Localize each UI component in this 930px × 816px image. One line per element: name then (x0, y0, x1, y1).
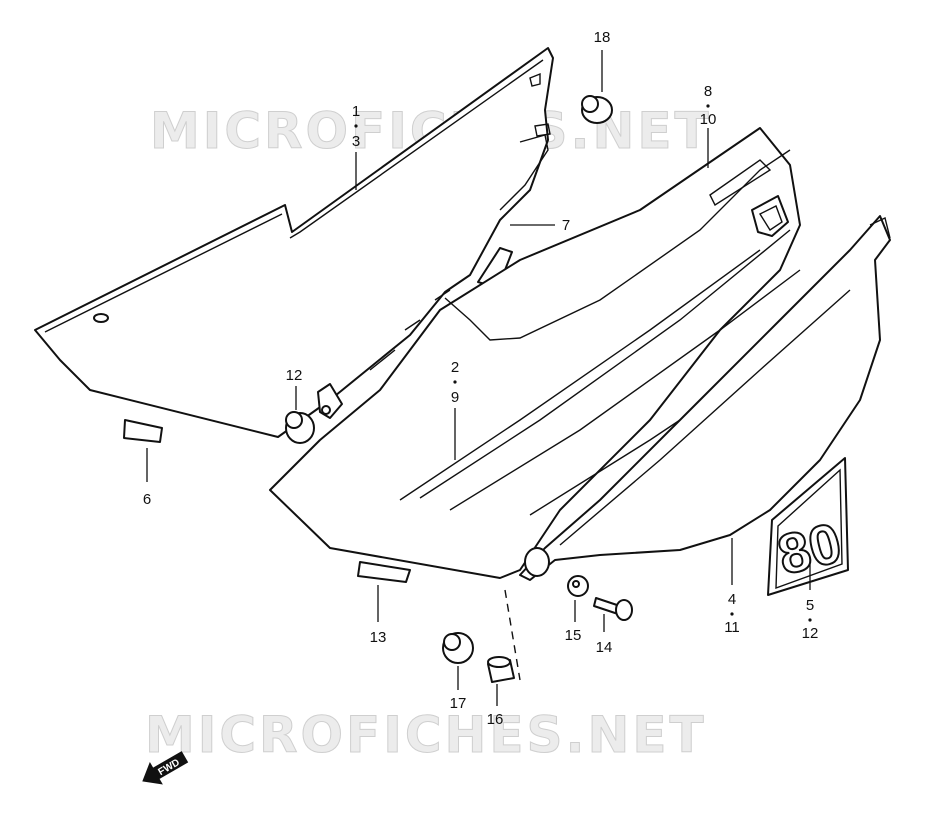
callout-label: 9 (451, 389, 459, 406)
callout-7: 7 (562, 217, 570, 234)
callout-6: 6 (143, 491, 151, 508)
part-16-collar (487, 656, 515, 683)
callout-12: 12 (286, 367, 303, 384)
callout-14: 14 (596, 639, 613, 656)
seat-tail-cover (269, 127, 801, 579)
callout-label: 15 (565, 627, 582, 644)
callout-label: 14 (596, 639, 613, 656)
watermark-bottom: MICROFICHES.NET (145, 706, 707, 764)
callout-15: 15 (565, 627, 582, 644)
callout-16: 16 (487, 711, 504, 728)
callout-label: 1 (352, 103, 360, 120)
part-6-cushion (123, 419, 163, 443)
number-80-decal: 80 (767, 457, 849, 596)
right-side-cover (519, 215, 891, 581)
callout-5-12: 5 12 (802, 597, 819, 642)
callout-label: 5 (806, 597, 814, 614)
callout-label: 18 (594, 29, 611, 46)
callout-label: 7 (562, 217, 570, 234)
callout-label: 2 (451, 359, 459, 376)
callout-4-11: 4 11 (724, 591, 740, 636)
part-18-grommet (581, 95, 613, 124)
callout-2-9: 2 9 (451, 359, 459, 406)
part-12-grommet (285, 411, 315, 444)
callout-label: 6 (143, 491, 151, 508)
callout-1-3: 1 3 (352, 103, 360, 150)
leader-lines (146, 50, 811, 706)
watermark-top: MICROFICHES.NET (150, 102, 712, 160)
callout-8-10: 8 10 (700, 83, 717, 128)
callout-label: 17 (450, 695, 467, 712)
callout-label: 11 (724, 619, 740, 636)
callout-label: 13 (370, 629, 387, 646)
callout-label: 12 (802, 625, 819, 642)
callout-label: 16 (487, 711, 504, 728)
callout-label: 10 (700, 111, 717, 128)
callout-label: 12 (286, 367, 303, 384)
callout-13: 13 (370, 629, 387, 646)
callout-label: 3 (352, 133, 360, 150)
part-14-screw (593, 597, 633, 621)
left-side-cover (34, 47, 554, 438)
callout-label: 4 (728, 591, 736, 608)
callout-17: 17 (450, 695, 467, 712)
part-17-grommet (442, 632, 474, 664)
part-13-cushion (357, 561, 411, 583)
callout-label: 8 (704, 83, 712, 100)
callout-18: 18 (594, 29, 611, 46)
part-15-washer (567, 575, 589, 597)
assembly-line (504, 589, 521, 681)
